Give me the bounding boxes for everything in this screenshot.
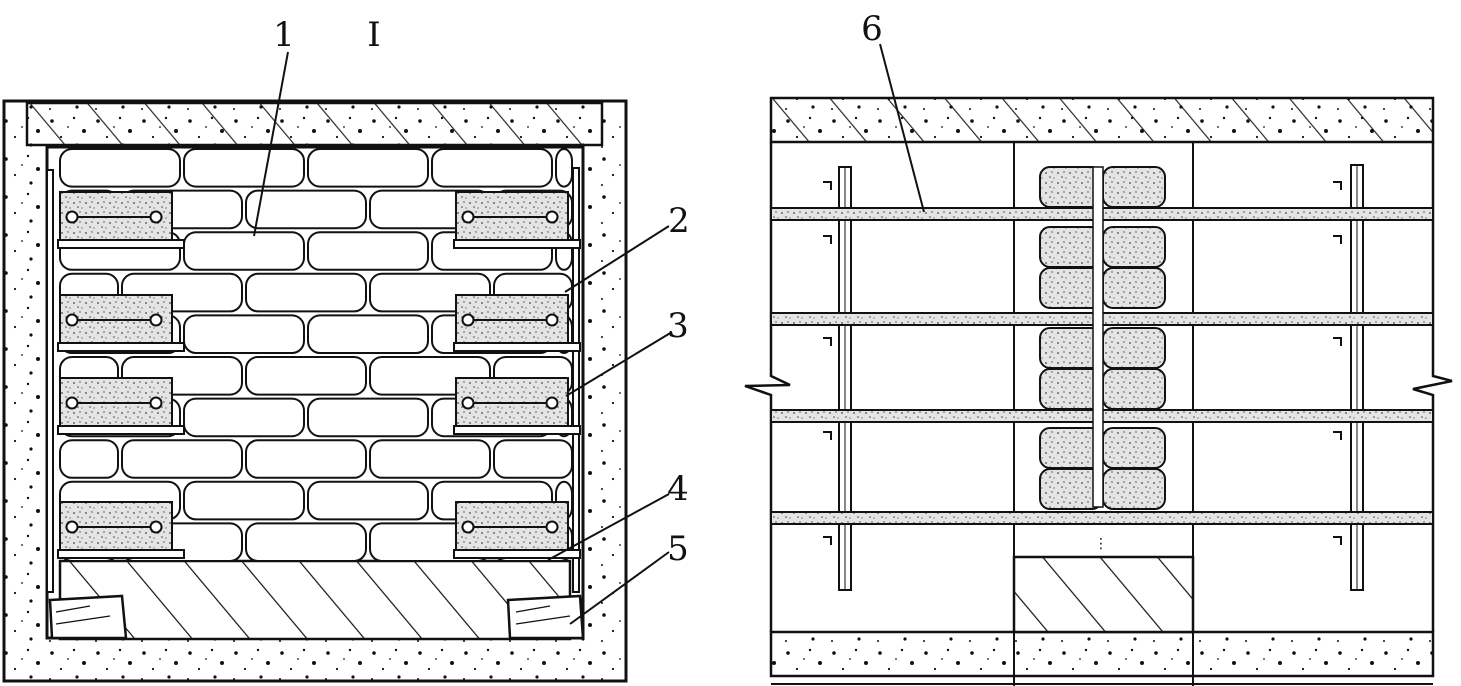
brick [307, 314, 429, 354]
bolt-icon [461, 520, 475, 534]
bolt-icon [545, 520, 559, 534]
brick [307, 231, 429, 271]
center-block [1102, 368, 1166, 410]
anchor-plate [453, 294, 581, 352]
center-block [1102, 267, 1166, 309]
tick-mark [1333, 431, 1342, 440]
bolt-icon [149, 313, 163, 327]
label-4: 4 [667, 469, 689, 509]
bolt-icon [545, 396, 559, 410]
tick-mark [823, 337, 832, 346]
bottom-slab [769, 630, 1435, 678]
brick [121, 439, 243, 479]
bolt-icon [461, 396, 475, 410]
anchor-plates [57, 191, 581, 559]
bolt-icon [65, 313, 79, 327]
anchor-plate [453, 377, 581, 435]
tick-mark [823, 431, 832, 440]
horizontal-bar [770, 511, 1434, 525]
brick [183, 148, 305, 188]
tick-mark [823, 181, 832, 190]
rail-right [572, 167, 580, 593]
rail-left [46, 169, 54, 593]
anchor-ticks [823, 181, 1342, 545]
label-6: 6 [861, 9, 883, 49]
brick [493, 439, 573, 479]
brick [59, 439, 119, 479]
bolt-icon [149, 520, 163, 534]
tick-mark [1333, 235, 1342, 244]
label-1: 1 [273, 15, 295, 55]
brick [183, 314, 305, 354]
corner-block-right [506, 594, 585, 640]
tick-mark [1333, 181, 1342, 190]
brick [245, 439, 367, 479]
anchor-plate [453, 501, 581, 559]
anchor-plate [453, 191, 581, 249]
elevation-view: ⋮ [744, 43, 1453, 686]
corner-block-left [48, 594, 128, 640]
brick [245, 272, 367, 313]
label-3: 3 [667, 306, 689, 346]
brick [183, 231, 305, 271]
bolt-icon [65, 396, 79, 410]
center-block [1102, 427, 1166, 469]
brick [307, 148, 429, 188]
bolt-icon [149, 396, 163, 410]
center-block [1102, 166, 1166, 208]
brick [183, 480, 305, 521]
brick [369, 439, 491, 479]
brick [431, 148, 553, 188]
center-block [1102, 226, 1166, 268]
center-block [1102, 327, 1166, 369]
tick-mark [823, 536, 832, 545]
tick-mark [1333, 337, 1342, 346]
brick [59, 148, 181, 188]
svg-text:⋮: ⋮ [1094, 536, 1108, 552]
tick-mark [823, 235, 832, 244]
bolt-icon [545, 313, 559, 327]
brick [245, 356, 367, 396]
anchor-plate [57, 501, 185, 559]
bolt-icon [545, 210, 559, 224]
brick [183, 397, 305, 438]
bolt-icon [461, 210, 475, 224]
tick-mark [1333, 536, 1342, 545]
label-2: 2 [668, 201, 690, 241]
anchor-plate [57, 191, 185, 249]
bolt-icon [65, 210, 79, 224]
label-5: 5 [667, 529, 689, 569]
brick [555, 148, 573, 188]
section-mark-I: I [367, 15, 380, 55]
center-block [1102, 468, 1166, 510]
anchor-plate [57, 294, 185, 352]
brick [307, 480, 429, 521]
brick [307, 397, 429, 438]
bolt-icon [65, 520, 79, 534]
brick [245, 189, 367, 230]
bolt-icon [149, 210, 163, 224]
section-view [2, 51, 673, 683]
brick [245, 522, 367, 563]
anchor-plate [57, 377, 185, 435]
bolt-icon [461, 313, 475, 327]
